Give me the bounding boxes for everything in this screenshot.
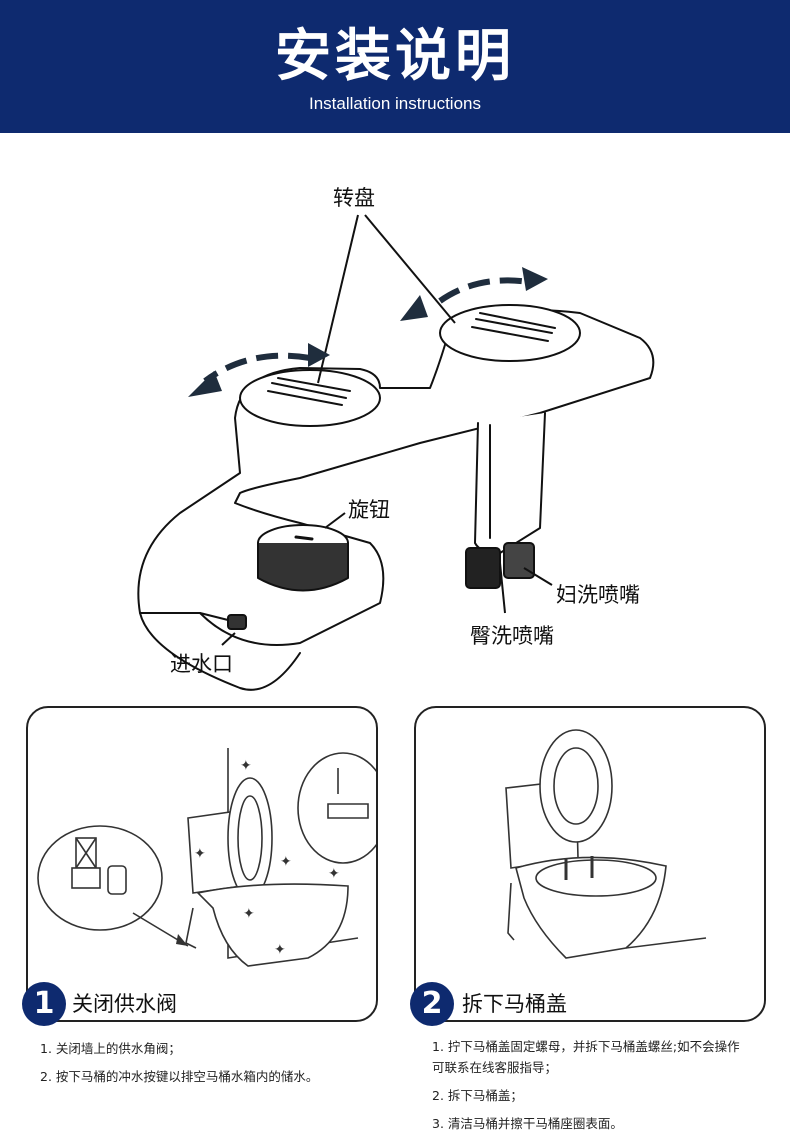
- label-knob: 旋钮: [348, 498, 390, 522]
- step-2-item: 1. 拧下马桶盖固定螺母，并拆下马桶盖螺丝;如不会操作可联系在线客服指导；: [432, 1039, 740, 1075]
- step-2-title: 拆下马桶盖: [458, 988, 571, 1018]
- step-1-panel: ✦ ✦ ✦ ✦ ✦ ✦: [26, 706, 378, 1022]
- step-2-item: 3. 清洁马桶并擦干马桶座圈表面。: [432, 1116, 623, 1131]
- label-dial: 转盘: [333, 186, 375, 210]
- svg-text:✦: ✦: [194, 846, 206, 862]
- header-banner: 安装说明 Installation instructions: [0, 0, 790, 133]
- page-subtitle: Installation instructions: [309, 94, 481, 113]
- svg-text:✦: ✦: [243, 906, 255, 922]
- label-inlet: 进水口: [170, 652, 233, 676]
- step-1-badge: 1: [22, 982, 66, 1026]
- step-2-item: 2. 拆下马桶盖；: [432, 1088, 523, 1103]
- step-1-title: 关闭供水阀: [68, 988, 181, 1018]
- svg-text:✦: ✦: [274, 942, 286, 958]
- bidet-illustration: [137, 214, 655, 691]
- svg-text:✦: ✦: [240, 758, 252, 774]
- page-title: 安装说明: [275, 24, 515, 89]
- label-posterior-nozzle: 臀洗喷嘴: [470, 624, 554, 648]
- product-diagram: 转盘 旋钮 进水口 妇洗喷嘴 臀洗喷嘴: [0, 133, 790, 698]
- step-1-item: 2. 按下马桶的冲水按键以排空马桶水箱内的储水。: [40, 1069, 319, 1084]
- step-1-item: 1. 关闭墙上的供水角阀；: [40, 1041, 181, 1056]
- label-feminine-nozzle: 妇洗喷嘴: [556, 583, 640, 607]
- step-2-badge: 2: [410, 982, 454, 1026]
- svg-text:✦: ✦: [328, 866, 340, 882]
- svg-text:✦: ✦: [280, 854, 292, 870]
- step-2-panel: [414, 706, 766, 1022]
- step-1-instructions: 1. 关闭墙上的供水角阀； 2. 按下马桶的冲水按键以排空马桶水箱内的储水。: [40, 1038, 370, 1094]
- step-2-instructions: 1. 拧下马桶盖固定螺母，并拆下马桶盖螺丝;如不会操作可联系在线客服指导； 2.…: [432, 1036, 752, 1141]
- step-1-illustration: ✦ ✦ ✦ ✦ ✦ ✦: [37, 748, 376, 967]
- step-2-illustration: [505, 729, 707, 959]
